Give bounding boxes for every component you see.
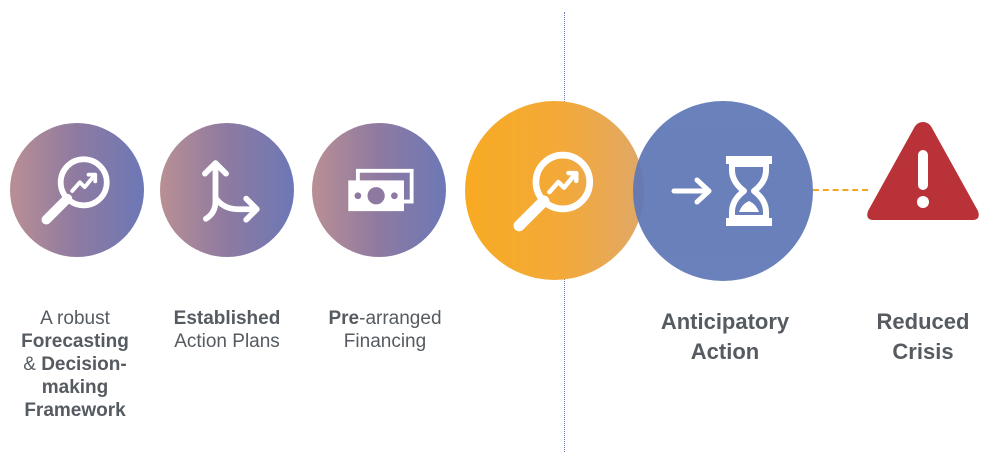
warning-icon — [867, 122, 979, 220]
label-text: making — [41, 377, 109, 398]
label-text: Framework — [24, 400, 126, 421]
label-line: & Decision- — [0, 353, 150, 376]
reduced-crisis-warning — [862, 116, 982, 226]
step-label-action-plans: Established Action Plans — [152, 307, 302, 353]
label-line: Framework — [0, 399, 150, 422]
label-line: A robust — [0, 307, 150, 330]
step-label-forecasting: A robust Forecasting & Decision- making … — [0, 307, 150, 422]
arrow-right-icon — [671, 177, 712, 205]
label-line: Pre-arranged — [305, 307, 465, 330]
label-line: Established — [152, 307, 302, 330]
financing-circle — [312, 123, 446, 257]
hourglass-icon — [726, 156, 772, 226]
label-line: Reduced — [876, 309, 970, 334]
forecast-trigger-circle — [465, 101, 644, 280]
label-text: A robust — [40, 308, 110, 329]
step-label-financing: Pre-arranged Financing — [305, 307, 465, 353]
label-line: Financing — [305, 330, 465, 353]
label-text: -arranged — [359, 308, 442, 329]
label-line: Forecasting — [0, 330, 150, 353]
forecast-magnifier-icon — [41, 156, 110, 225]
label-text: Established — [173, 308, 281, 329]
outcome-label-anticipatory-action: Anticipatory Action — [640, 307, 810, 367]
label-text: Pre — [328, 308, 360, 329]
forecasting-circle — [10, 123, 144, 257]
forecast-magnifier-icon — [513, 151, 593, 231]
connector-dashed-line — [813, 189, 868, 191]
label-line: Crisis — [892, 339, 954, 364]
label-text: Action Plans — [174, 331, 280, 352]
action-plans-circle — [160, 123, 294, 257]
label-line: making — [0, 376, 150, 399]
label-line: Action — [690, 339, 760, 364]
label-text: Financing — [343, 331, 427, 352]
label-line: Anticipatory — [660, 309, 790, 334]
label-text: Forecasting — [21, 331, 129, 352]
branching-arrows-icon — [202, 160, 260, 223]
label-line: Action Plans — [152, 330, 302, 353]
anticipatory-action-circle — [633, 101, 813, 281]
banknote-icon — [348, 168, 414, 212]
label-text: Decision- — [41, 354, 127, 375]
outcome-label-reduced-crisis: Reduced Crisis — [862, 307, 982, 367]
label-text: & — [23, 354, 42, 375]
